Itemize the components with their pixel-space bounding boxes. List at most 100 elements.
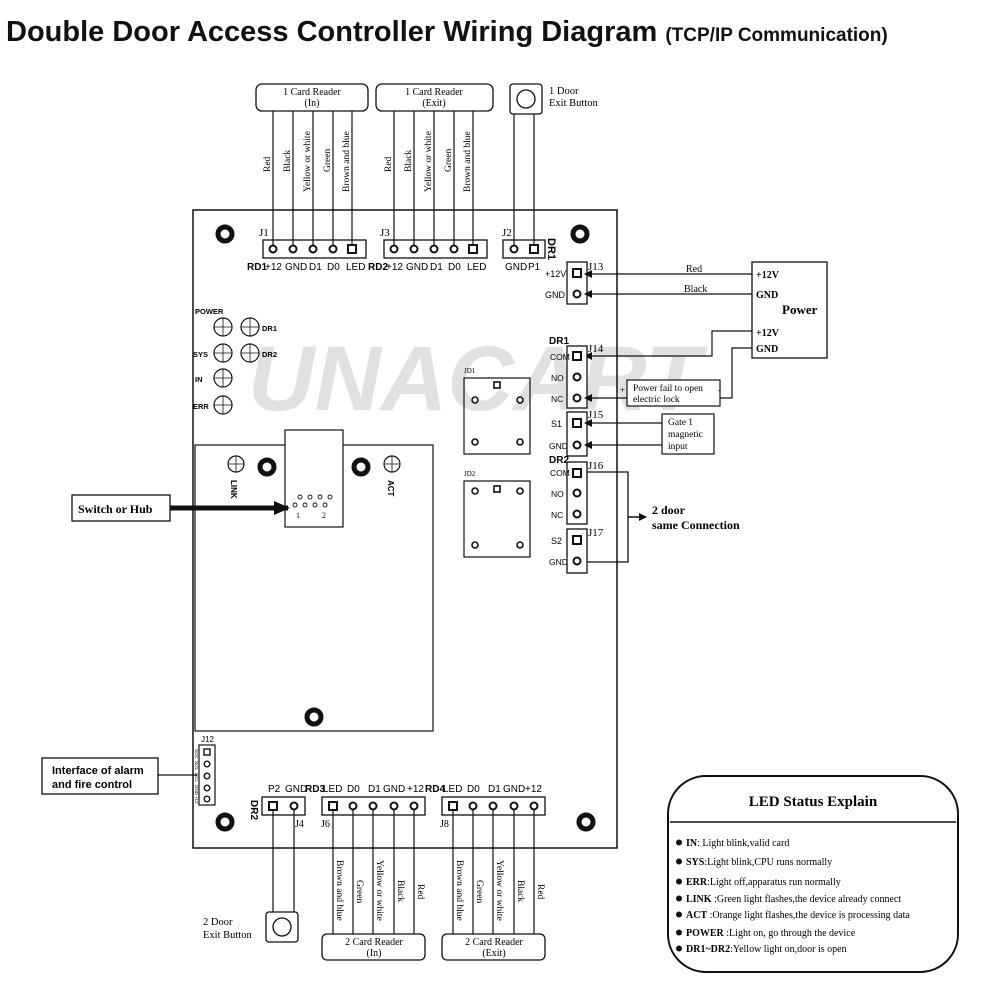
wire-label-green: Green: [323, 149, 333, 172]
gate-1-magnetic-box: [661, 413, 715, 455]
led-label-err: ERR: [193, 402, 209, 411]
bullet-icon: [676, 895, 682, 902]
watermark: UNACART: [248, 328, 708, 430]
rd4-pin-labels: RD4 LED D0 D1 GND +12: [425, 784, 542, 795]
rd1-pin-d1: D1: [309, 262, 322, 273]
power-pin-gnd-a: GND: [756, 290, 778, 301]
door-1-exit-line1: 1 Door: [549, 86, 579, 97]
power-fail-plus: +: [620, 385, 625, 395]
s2-label: S2: [551, 536, 562, 546]
door-2-exit-line2: Exit Button: [203, 930, 252, 941]
reader-2-exit-wire-labels: Brown and blue Green Yellow or white Bla…: [454, 860, 545, 921]
j14-label: J14: [588, 343, 604, 355]
rd3-pin-labels: RD3 LED D0 D1 GND +12: [305, 784, 424, 795]
rd4-pin-12v: +12: [525, 784, 542, 795]
module-holes: [257, 457, 371, 727]
wire-label-yellow: Yellow or white: [303, 131, 313, 192]
j13-label: J13: [588, 261, 604, 273]
led-status-text: :Orange light flashes,the device is proc…: [707, 910, 910, 921]
led-label-in: IN: [195, 375, 203, 384]
rd1-pin-gnd: GND: [285, 262, 307, 273]
j12-pin-gnd: GND: [194, 785, 199, 796]
rd1-pin-d0: D0: [327, 262, 340, 273]
power-supply-box: [751, 261, 828, 359]
led-status-item: LINK :Green light flashes,the device alr…: [686, 894, 901, 905]
bullet-icon: [676, 945, 682, 952]
rd2-pin-led: LED: [467, 262, 486, 273]
rd2-pin-labels: RD2 +12 GND D1 D0 LED: [368, 262, 486, 273]
wire-label-brown-blue: Brown and blue: [463, 131, 473, 192]
gate-1-line1: Gate 1: [668, 418, 693, 428]
j13-pin-12v: +12V: [545, 269, 566, 279]
rd1-pin-led: LED: [346, 262, 365, 273]
card-reader-1-exit-line2: (Exit): [422, 98, 445, 109]
bullet-icon: [676, 878, 682, 885]
led-status-key: SYS: [686, 857, 705, 868]
card-reader-1-in-box: [255, 83, 369, 112]
rd3-pin-led: LED: [323, 784, 342, 795]
rd1-label: RD1: [247, 262, 267, 273]
wire-label-black: Black: [283, 150, 293, 172]
switch-hub-box: [71, 494, 171, 522]
reader-1-exit-wires: [393, 111, 474, 245]
bullet-icon: [676, 929, 682, 936]
reader-1-in-wires: [272, 111, 353, 245]
wire-label-yellow: Yellow or white: [374, 860, 384, 921]
j3-pins: [389, 244, 478, 254]
relay-jd2: [463, 480, 531, 558]
rd1-pin-labels: RD1 +12 GND D1 D0 LED: [247, 262, 365, 273]
dr1-block-label: DR1: [549, 336, 569, 347]
led-status-key: ACT: [686, 910, 707, 921]
dr2-pin-com: COM: [550, 468, 570, 478]
door-2-exit-button-icon: [272, 917, 292, 937]
door-1-exit-button-icon: [516, 89, 536, 109]
rd2-pin-d0: D0: [448, 262, 461, 273]
j3-terminal: [383, 239, 488, 259]
bullet-icon: [676, 839, 682, 846]
bullet-icon: [676, 911, 682, 918]
wire-label-yellow: Yellow or white: [494, 860, 504, 921]
led-status-text: :Yellow light on,door is open: [730, 944, 847, 955]
card-reader-1-exit-line1: 1 Card Reader: [405, 87, 463, 98]
led-status-key: ERR: [686, 877, 708, 888]
j4-pin-p2: P2: [268, 784, 281, 795]
j8-label: J8: [440, 819, 449, 830]
power-fail-line2: electric lock: [633, 395, 680, 405]
dr2-block-label: DR2: [549, 455, 569, 466]
j16-label: J16: [588, 460, 604, 472]
j6-label: J6: [321, 819, 330, 830]
power-fail-lock-box: [626, 379, 721, 407]
card-reader-2-exit-line1: 2 Card Reader: [465, 937, 523, 948]
led-label-act: ACT: [386, 480, 395, 497]
power-wire-black: Black: [684, 284, 707, 295]
rd4-pin-d0: D0: [467, 784, 480, 795]
reader-2-in-wires: [332, 810, 415, 934]
led-status-item: POWER :Light on, go through the device: [686, 928, 856, 939]
power-pins: +12V GND +12V GND: [756, 270, 780, 355]
j1-terminal: [262, 239, 367, 259]
j12-pin-labels: SOC NOL NCL GND +12: [194, 749, 199, 804]
led-label-dr1: DR1: [262, 324, 277, 333]
led-status-title: LED Status Explain: [749, 794, 878, 810]
rd1-pin-12v: +12: [265, 262, 282, 273]
door-2-same-line1: 2 door: [652, 503, 686, 517]
dr2-vertical-label: DR2: [248, 800, 259, 820]
led-status-text: :Light on, go through the device: [724, 928, 856, 939]
led-status-panel: [667, 775, 959, 973]
card-reader-2-in-line1: 2 Card Reader: [345, 937, 403, 948]
j12-pin-ncl: NCL: [194, 773, 199, 782]
door-2-same-line2: same Connection: [652, 518, 740, 532]
dr2-pin-nc: NC: [551, 510, 563, 520]
j2-label: J2: [502, 227, 512, 239]
wire-label-red: Red: [384, 156, 394, 172]
power-wire-red: Red: [686, 264, 702, 275]
wire-label-brown-blue: Brown and blue: [454, 860, 464, 921]
rd3-label: RD3: [305, 784, 325, 795]
card-reader-2-exit-line2: (Exit): [482, 948, 505, 959]
j17-label: J17: [588, 527, 604, 539]
gate-1-line2: magnetic: [668, 430, 703, 440]
card-reader-2-in-box: [321, 933, 426, 961]
led-status-key: POWER: [686, 928, 725, 939]
led-status-item: IN: Light blink,valid card: [686, 838, 789, 849]
